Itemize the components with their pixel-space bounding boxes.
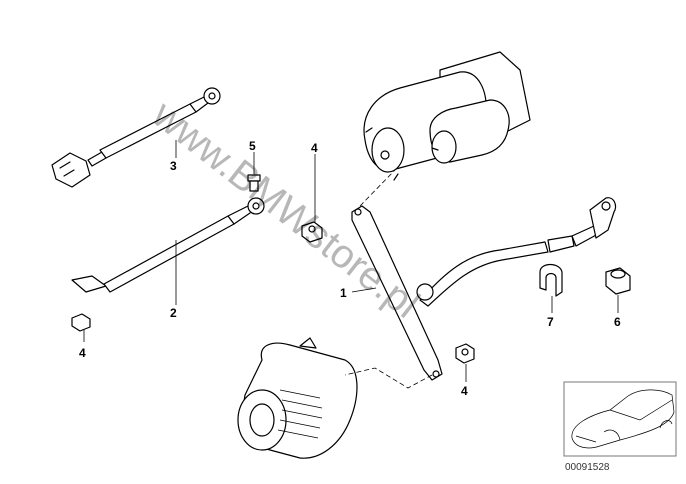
alternator: [237, 337, 358, 459]
diagram-id: 00091528: [565, 462, 610, 473]
callout-1[interactable]: 1: [340, 286, 347, 300]
part-4-nut-b[interactable]: [71, 313, 91, 332]
part-2-cable[interactable]: [71, 197, 265, 293]
part-1-cable[interactable]: [351, 197, 617, 381]
part-3-cable[interactable]: [51, 87, 221, 188]
callout-6[interactable]: 6: [614, 315, 621, 329]
callout-7[interactable]: 7: [547, 315, 554, 329]
part-4-nut-c[interactable]: [455, 343, 475, 364]
callout-2[interactable]: 2: [170, 306, 177, 320]
part-6-grommet[interactable]: [605, 267, 631, 295]
part-5-bolt[interactable]: [247, 174, 261, 192]
callout-3[interactable]: 3: [170, 159, 177, 173]
vehicle-thumbnail[interactable]: [563, 381, 677, 457]
callout-4[interactable]: 4: [461, 384, 468, 398]
callout-4[interactable]: 4: [311, 141, 318, 155]
callout-4[interactable]: 4: [79, 346, 86, 360]
part-7-clip[interactable]: [539, 263, 563, 297]
part-4-nut-a[interactable]: [301, 221, 323, 243]
callout-5[interactable]: 5: [249, 139, 256, 153]
starter-motor: [363, 51, 531, 181]
